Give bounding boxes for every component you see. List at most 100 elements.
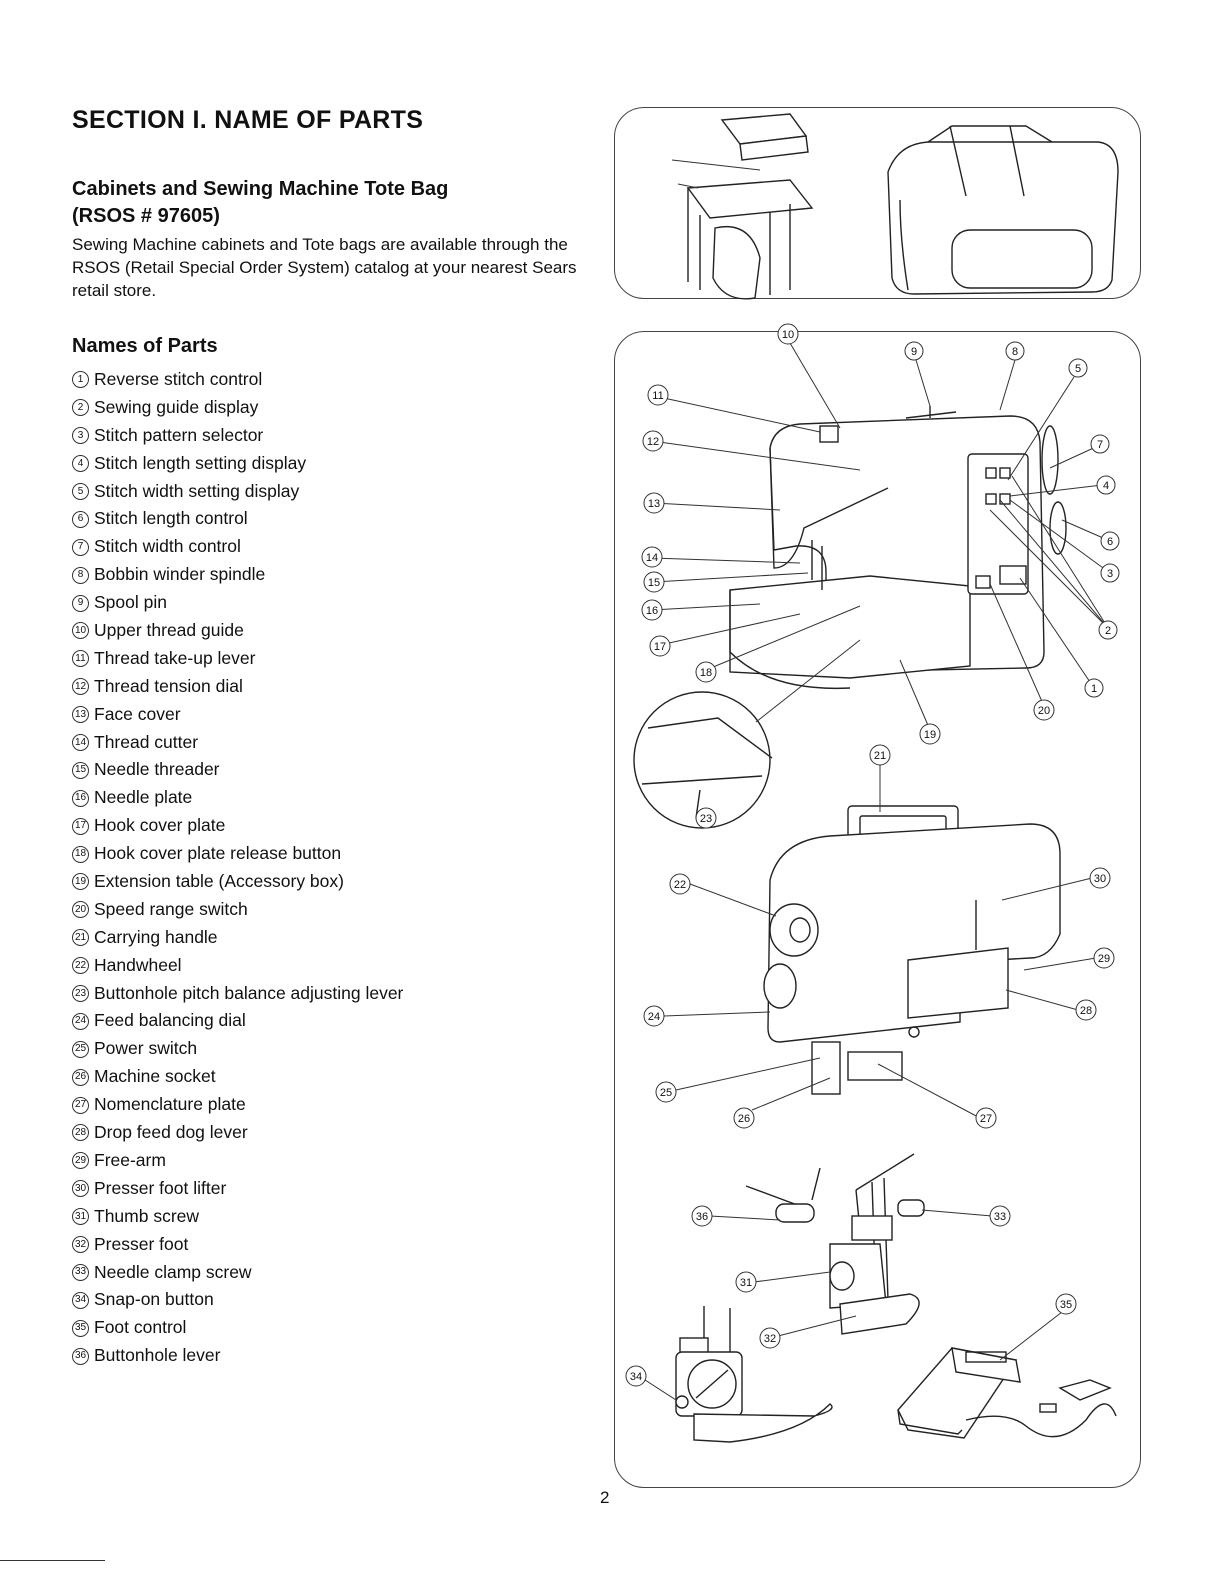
part-label: Stitch width control	[94, 536, 241, 557]
part-label: Hook cover plate	[94, 815, 226, 836]
part-number: 6	[72, 510, 89, 528]
callout-23: 23	[695, 807, 717, 829]
page-number: 2	[600, 1488, 610, 1507]
part-item: 33 Needle clamp screw	[72, 1259, 403, 1287]
svg-text:8: 8	[1012, 346, 1018, 358]
part-label: Presser foot lifter	[94, 1177, 227, 1198]
svg-text:3: 3	[1107, 568, 1113, 580]
svg-text:13: 13	[648, 498, 660, 510]
part-label: Stitch length setting display	[94, 452, 307, 473]
part-number: 9	[72, 594, 89, 612]
part-number: 32	[72, 1236, 89, 1254]
part-number: 1	[72, 371, 89, 389]
part-label: Foot control	[94, 1317, 187, 1338]
part-number: 27	[72, 1096, 89, 1114]
part-label: Spool pin	[94, 592, 167, 613]
part-label: Thread cutter	[94, 731, 199, 752]
callout-18: 18	[695, 661, 717, 683]
svg-text:28: 28	[1080, 1005, 1092, 1017]
callout-22: 22	[669, 873, 691, 895]
part-label: Drop feed dog lever	[94, 1122, 248, 1143]
part-label: Snap-on button	[94, 1289, 214, 1310]
svg-text:35: 35	[1060, 1299, 1072, 1311]
svg-text:4: 4	[1103, 480, 1109, 492]
callout-24: 24	[643, 1005, 665, 1027]
callout-28: 28	[1075, 999, 1097, 1021]
part-label: Face cover	[94, 703, 181, 724]
svg-text:5: 5	[1075, 363, 1081, 375]
part-number: 14	[72, 734, 89, 752]
part-number: 35	[72, 1319, 89, 1337]
part-number: 31	[72, 1208, 89, 1226]
callout-21: 21	[869, 744, 891, 766]
part-label: Presser foot	[94, 1233, 189, 1254]
part-number: 11	[72, 650, 89, 668]
callout-35: 35	[1055, 1293, 1077, 1315]
callout-14: 14	[641, 546, 663, 568]
callout-19: 19	[919, 723, 941, 745]
part-number: 19	[72, 873, 89, 891]
part-label: Sewing guide display	[94, 396, 259, 417]
machine-parts-illustration-panel	[614, 331, 1141, 1488]
part-number: 12	[72, 678, 89, 696]
part-number: 2	[72, 399, 89, 417]
callout-15: 15	[643, 571, 665, 593]
part-number: 36	[72, 1347, 89, 1365]
part-number: 28	[72, 1124, 89, 1142]
part-label: Machine socket	[94, 1066, 216, 1087]
parts-heading: Names of Parts	[72, 335, 218, 357]
svg-text:23: 23	[700, 813, 712, 825]
part-number: 33	[72, 1263, 89, 1281]
callout-10: 10	[777, 323, 799, 345]
svg-text:11: 11	[652, 390, 663, 402]
section-title: SECTION I. NAME OF PARTS	[72, 106, 424, 134]
svg-text:20: 20	[1038, 705, 1050, 717]
svg-text:17: 17	[654, 641, 666, 653]
svg-text:21: 21	[874, 750, 886, 762]
part-item: 35 Foot control	[72, 1314, 403, 1342]
svg-text:34: 34	[630, 1371, 642, 1383]
callout-34: 34	[625, 1365, 647, 1387]
part-number: 26	[72, 1068, 89, 1086]
part-number: 24	[72, 1012, 89, 1030]
footer-rule	[0, 1560, 105, 1561]
part-number: 15	[72, 761, 89, 779]
part-number: 34	[72, 1291, 89, 1309]
cabinets-heading-line2: (RSOS # 97605)	[72, 205, 220, 227]
callout-12: 12	[642, 430, 664, 452]
callout-5: 5	[1068, 358, 1088, 378]
part-label: Bobbin winder spindle	[94, 564, 266, 585]
part-label: Needle clamp screw	[94, 1261, 252, 1282]
callout-36: 36	[691, 1205, 713, 1227]
callout-7: 7	[1090, 434, 1110, 454]
callout-16: 16	[641, 599, 663, 621]
svg-text:14: 14	[646, 552, 658, 564]
svg-text:10: 10	[782, 329, 794, 341]
cabinets-heading: Cabinets and Sewing Machine Tote Bag (RS…	[72, 176, 448, 230]
part-item: 9 Spool pin	[72, 589, 403, 617]
part-number: 13	[72, 706, 89, 724]
part-item: 26 Machine socket	[72, 1063, 403, 1091]
part-number: 16	[72, 789, 89, 807]
part-number: 25	[72, 1040, 89, 1058]
cabinet-illustration	[671, 113, 814, 300]
part-label: Free-arm	[94, 1149, 166, 1170]
svg-text:6: 6	[1107, 536, 1113, 548]
part-label: Buttonhole pitch balance adjusting lever	[94, 982, 404, 1003]
part-number: 10	[72, 622, 89, 640]
part-label: Power switch	[94, 1038, 198, 1059]
snap-on-foot-illustration	[675, 1306, 833, 1443]
callout-leader-lines	[641, 342, 1111, 1401]
callout-31: 31	[735, 1271, 757, 1293]
